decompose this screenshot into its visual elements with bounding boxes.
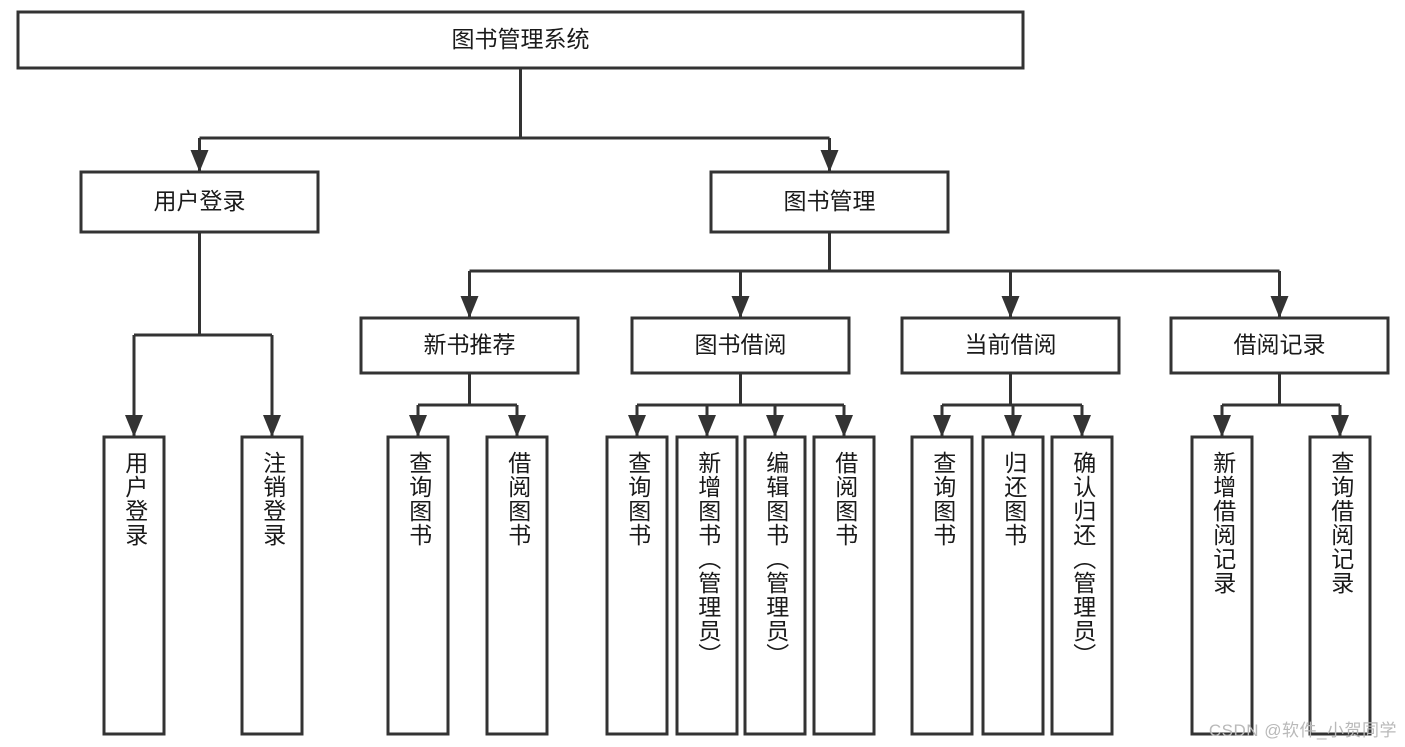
node-box-root[interactable] — [16, 10, 1025, 70]
watermark-text: CSDN @软件_小贺同学 — [1208, 721, 1397, 740]
node-box-borrow-record[interactable] — [1169, 316, 1390, 375]
arrow-head-icon — [1073, 415, 1091, 437]
arrow-head-icon — [1331, 415, 1349, 437]
node-box-new-book-recommend[interactable] — [359, 316, 580, 375]
node-box-leaf-user-login[interactable] — [102, 435, 166, 736]
node-box-user-login[interactable] — [79, 170, 320, 234]
node-label-book-borrow: 图书借阅 — [695, 332, 787, 358]
node-box-leaf-borrow-book-2[interactable] — [812, 435, 876, 736]
node-label-user-login: 用户登录 — [154, 188, 246, 214]
arrow-head-icon — [508, 415, 526, 437]
arrow-head-icon — [628, 415, 646, 437]
arrow-head-icon — [1004, 415, 1022, 437]
node-box-current-borrow[interactable] — [900, 316, 1121, 375]
node-label-root: 图书管理系统 — [452, 26, 590, 52]
arrow-head-icon — [460, 296, 479, 318]
node-label-current-borrow: 当前借阅 — [965, 332, 1057, 358]
node-box-leaf-add-record[interactable] — [1190, 435, 1254, 736]
node-box-leaf-logout[interactable] — [240, 435, 304, 736]
node-box-leaf-return-book[interactable] — [981, 435, 1045, 736]
arrow-head-icon — [125, 415, 143, 437]
arrow-head-icon — [731, 296, 750, 318]
node-box-leaf-query-book-1[interactable] — [386, 435, 450, 736]
node-box-book-manage[interactable] — [709, 170, 950, 234]
node-box-leaf-query-record[interactable] — [1308, 435, 1372, 736]
arrow-head-icon — [820, 150, 839, 172]
node-box-leaf-edit-book[interactable] — [743, 435, 807, 736]
node-box-book-borrow[interactable] — [630, 316, 851, 375]
arrow-head-icon — [1213, 415, 1231, 437]
node-boxes-group — [16, 10, 1390, 736]
node-box-leaf-query-book-3[interactable] — [910, 435, 974, 736]
arrow-head-icon — [698, 415, 716, 437]
arrow-head-icon — [1001, 296, 1020, 318]
arrow-head-icon — [263, 415, 281, 437]
node-label-new-book-recommend: 新书推荐 — [424, 332, 516, 358]
node-box-leaf-query-book-2[interactable] — [605, 435, 669, 736]
arrow-head-icon — [190, 150, 209, 172]
node-label-book-manage: 图书管理 — [784, 188, 876, 214]
connector-lines-group — [125, 68, 1349, 437]
arrow-head-icon — [835, 415, 853, 437]
node-box-leaf-confirm-return[interactable] — [1050, 435, 1114, 736]
node-box-leaf-borrow-book-1[interactable] — [485, 435, 549, 736]
arrow-head-icon — [766, 415, 784, 437]
node-box-leaf-add-book[interactable] — [675, 435, 739, 736]
node-label-borrow-record: 借阅记录 — [1234, 332, 1326, 358]
arrow-head-icon — [1270, 296, 1289, 318]
arrow-head-icon — [933, 415, 951, 437]
arrow-head-icon — [409, 415, 427, 437]
